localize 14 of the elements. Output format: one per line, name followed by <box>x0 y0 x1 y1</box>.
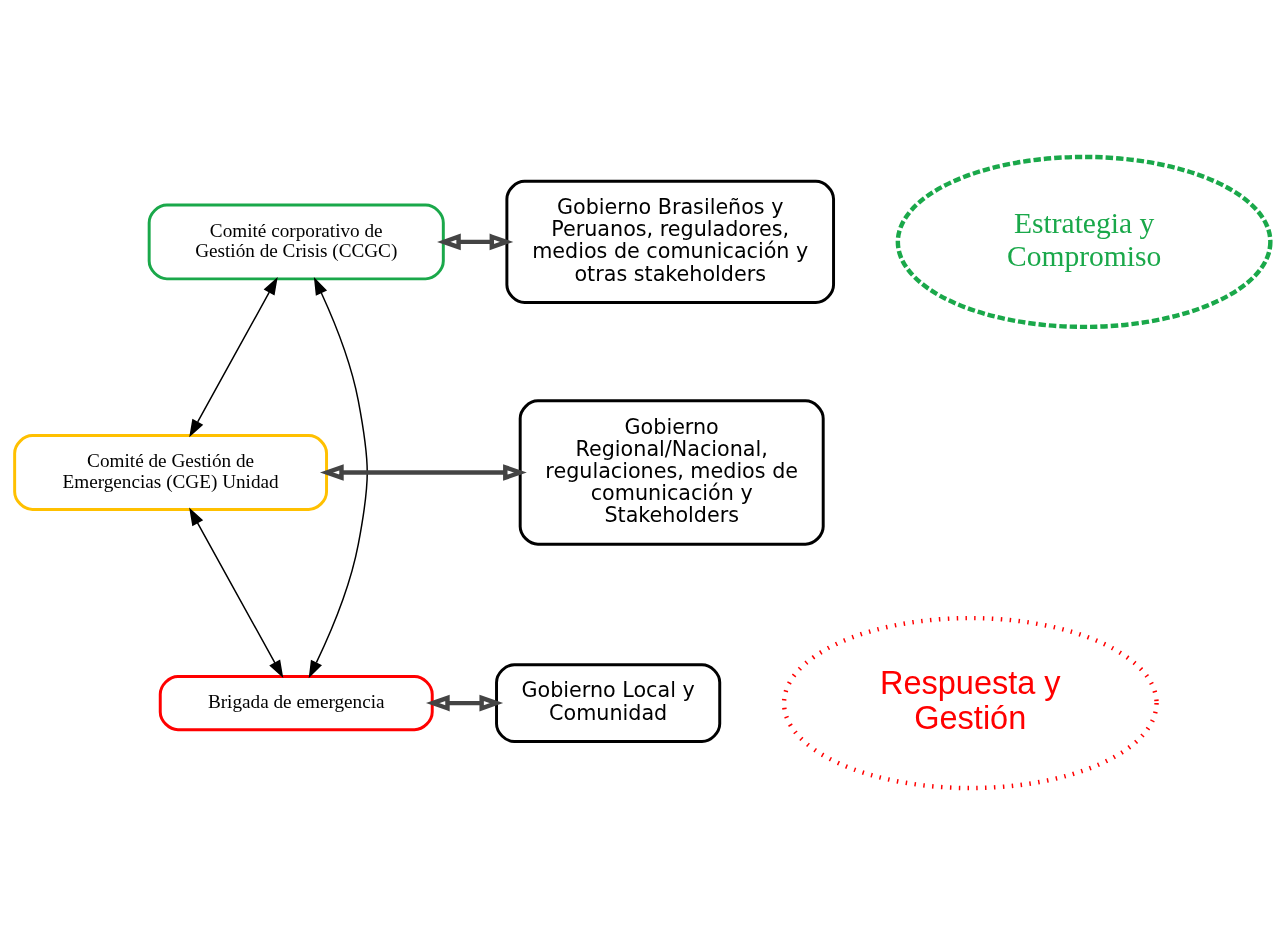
arrow <box>320 463 527 481</box>
node-ellipse: Estrategia y Compromiso <box>895 154 1273 329</box>
node-box: Gobierno Local y Comunidad <box>495 662 722 743</box>
node-box: Gobierno Regional/Nacional, regulaciones, medios de comunicación y Stakeholders <box>518 398 825 546</box>
arrow <box>437 233 514 250</box>
node-box: Comité corporativo de Gestión de Crisis (CCGC) <box>147 202 445 280</box>
arrow <box>189 276 278 437</box>
node-ellipse: Respuesta y Gestión <box>781 615 1159 790</box>
arrow <box>426 694 504 711</box>
arrow <box>189 507 284 678</box>
node-box: Brigada de emergencia <box>158 674 434 731</box>
node-box: Comité de Gestión de Emergencias (CGE) Unidad <box>13 433 329 511</box>
arrow <box>308 276 368 678</box>
node-box: Gobierno Brasileños y Peruanos, reguladores, medios de comunicación y otras stakeholders <box>505 179 836 304</box>
